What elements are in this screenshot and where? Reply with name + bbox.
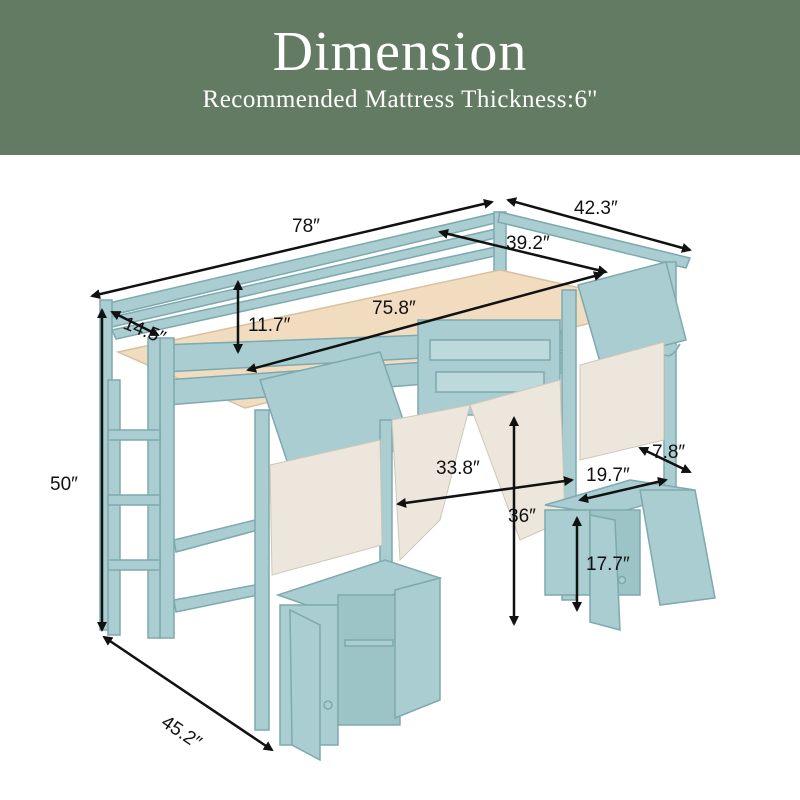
- header-banner: Dimension Recommended Mattress Thickness…: [0, 0, 800, 155]
- right-cabinet: [544, 479, 716, 631]
- page-subtitle: Recommended Mattress Thickness:6'': [202, 86, 598, 113]
- inner-width-label: 39.2″: [506, 233, 550, 254]
- dimension-lines: [90, 197, 692, 752]
- inner-length-label: 75.8″: [372, 298, 416, 319]
- length-line: [90, 198, 494, 300]
- cabinet-width-label: 19.7″: [586, 465, 630, 486]
- left-cabinet: [275, 559, 443, 762]
- cabinet-height-label: 17.7″: [586, 554, 630, 575]
- cabinet-width-line: [578, 476, 668, 504]
- page-title: Dimension: [272, 21, 528, 83]
- opening-width-line: [396, 476, 574, 508]
- guardrail-height-label: 11.7″: [248, 315, 291, 336]
- under-bed-height-label: 36″: [508, 506, 536, 527]
- width-label: 42.3″: [574, 198, 618, 219]
- inner-length-line: [246, 271, 604, 373]
- loft-bed-illustration: 78″ 42.3″ 39.2″ 11.7″ 75.8″ 14.5″ 50″ 45…: [50, 197, 716, 762]
- opening-width-label: 33.8″: [436, 458, 480, 479]
- bottom-depth-label: 45.2″: [157, 712, 205, 754]
- inner-width-line: [438, 229, 608, 275]
- width-line: [506, 197, 692, 253]
- ladder-width-line: [110, 310, 160, 337]
- cabinet-depth-line: [638, 446, 692, 474]
- bottom-depth-line: [102, 635, 274, 752]
- total-height-label: 50″: [50, 474, 78, 495]
- cabinet-depth-label: 7.8″: [652, 442, 685, 463]
- length-label: 78″: [292, 216, 320, 237]
